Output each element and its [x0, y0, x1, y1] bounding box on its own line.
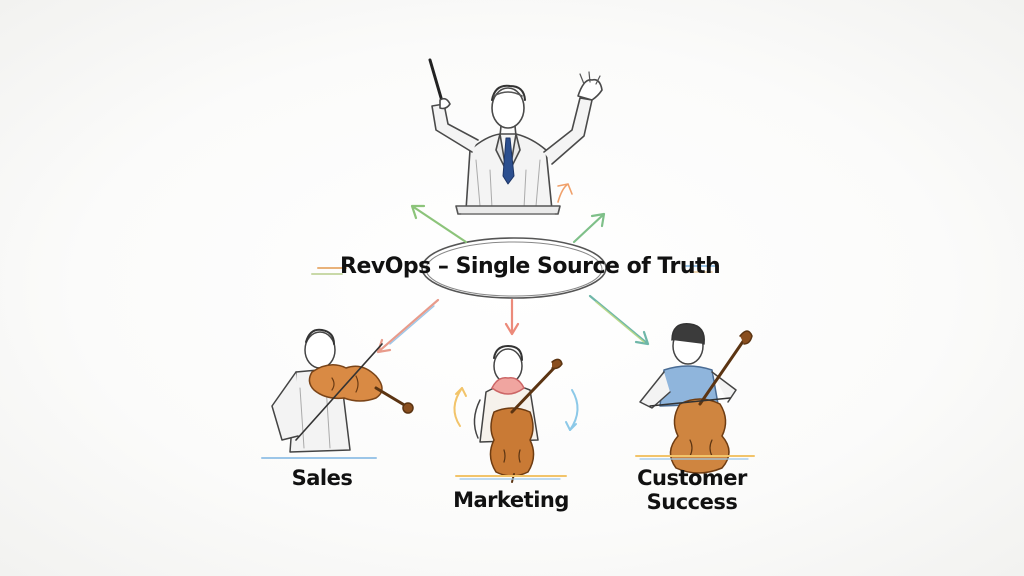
- team-label-customer-success: Customer Success: [637, 466, 747, 514]
- arrow-to-marketing-icon: [504, 298, 520, 336]
- arrow-small-orange-icon: [557, 183, 573, 203]
- center-hub-ellipse: [311, 237, 719, 299]
- arrow-up-left-icon: [410, 204, 468, 244]
- cello-icon: [489, 358, 563, 483]
- center-hub-label: RevOps – Single Source of Truth: [340, 254, 721, 279]
- customer-success-bassist-figure: [635, 323, 755, 474]
- arrow-to-sales-icon: [376, 298, 440, 354]
- marketing-cellist-figure: [455, 345, 567, 483]
- team-label-marketing: Marketing: [453, 488, 569, 512]
- arrow-to-customer-success-icon: [588, 294, 650, 346]
- double-bass-icon: [649, 330, 753, 474]
- arrow-up-right-icon: [572, 212, 606, 244]
- sales-violinist-figure: [261, 328, 414, 459]
- conductor-figure: [428, 58, 603, 215]
- connector-arrows: [376, 183, 650, 431]
- team-label-sales: Sales: [291, 466, 353, 490]
- violin-icon: [308, 364, 414, 414]
